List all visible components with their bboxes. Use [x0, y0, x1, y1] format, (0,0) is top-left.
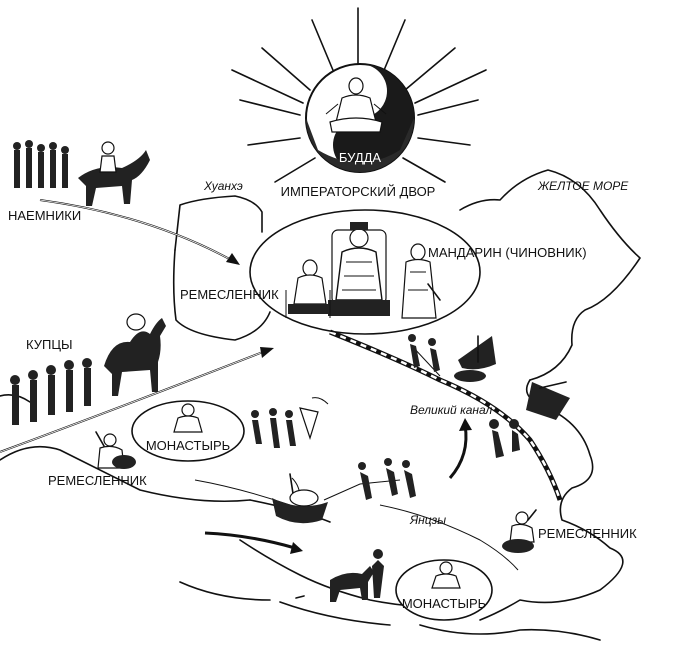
sun-rays [231, 7, 487, 183]
mandarin-figure [401, 243, 441, 319]
yellow-sea-label: ЖЕЛТОЕ МОРЕ [537, 179, 629, 193]
emperor-figure [328, 222, 390, 316]
artisan-right-label: РЕМЕСЛЕННИК [538, 526, 637, 541]
monk-figure-2 [431, 561, 461, 589]
camel [104, 313, 166, 396]
buddha-emblem: БУДДА [305, 63, 415, 173]
merchants-label: КУПЦЫ [26, 337, 72, 352]
merchants-figures [10, 313, 166, 425]
artisan-right-figure [502, 509, 537, 553]
court-artisan-label: РЕМЕСЛЕННИК [180, 287, 279, 302]
monk-figure-1 [173, 403, 203, 433]
mercenaries-label: НАЕМНИКИ [8, 208, 81, 223]
rivers [194, 479, 519, 571]
mandarin-label: МАНДАРИН (ЧИНОВНИК) [428, 245, 587, 260]
text-labels: ИМПЕРАТОРСКИЙ ДВОР ЖЕЛТОЕ МОРЕ Хуанхэ НА… [8, 179, 637, 611]
artisan-left-label: РЕМЕСЛЕННИК [48, 473, 147, 488]
arrows [0, 199, 472, 554]
huanghe-label: Хуанхэ [203, 179, 243, 193]
canal-boat-southeast [489, 381, 570, 458]
monastery-2-label: МОНАСТЫРЬ [402, 596, 486, 611]
artisan-left-figure [95, 431, 136, 469]
yangtze-label: Янцзы [409, 513, 446, 527]
grand-canal [329, 329, 563, 501]
imperial-court-group [249, 209, 481, 335]
grand-canal-label: Великий канал [410, 403, 493, 417]
mercenaries-figures [13, 140, 150, 206]
monastery-2-group [395, 559, 493, 621]
buddha-figure [325, 77, 387, 133]
court-artisan-figure [285, 259, 331, 318]
workers-group [251, 397, 329, 448]
donkey-train [295, 549, 384, 602]
horse-rider [78, 141, 150, 206]
imperial-court-label: ИМПЕРАТОРСКИЙ ДВОР [281, 184, 436, 199]
monastery-1-label: МОНАСТЫРЬ [146, 438, 230, 453]
monastery-1-group [131, 400, 245, 462]
canal-boat-north [408, 334, 496, 382]
boat-and-haulers [272, 458, 416, 524]
buddha-label: БУДДА [339, 150, 382, 165]
